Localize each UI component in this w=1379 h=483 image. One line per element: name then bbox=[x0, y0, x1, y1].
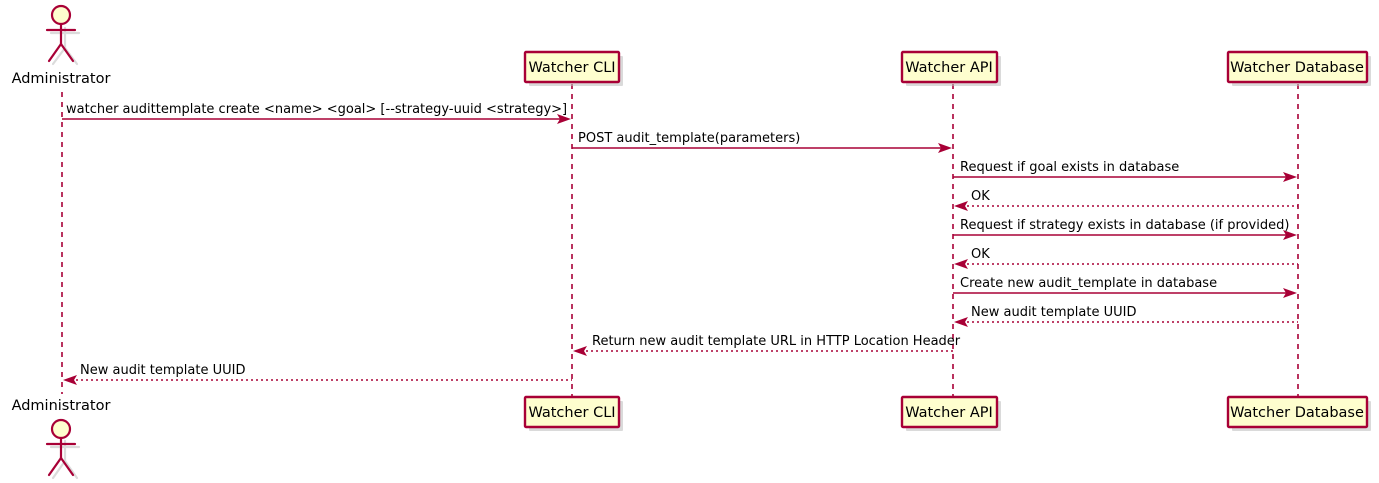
participant-label-watcher-api-bottom: Watcher API bbox=[905, 405, 993, 421]
participant-label-watcher-cli-top: Watcher CLI bbox=[528, 60, 615, 76]
message-5[interactable]: Request if strategy exists in database (… bbox=[953, 218, 1297, 240]
actor-administrator-bottom[interactable]: Administrator bbox=[12, 398, 111, 480]
actor-body-icon bbox=[45, 22, 77, 63]
actor-label-administrator-bottom: Administrator bbox=[12, 398, 111, 414]
message-label: New audit template UUID bbox=[80, 363, 245, 378]
message-1[interactable]: watcher audittemplate create <name> <goa… bbox=[62, 102, 571, 124]
participant-box-watcher-cli-top[interactable]: Watcher CLI bbox=[523, 50, 623, 86]
participant-box-watcher-api-bottom[interactable]: Watcher API bbox=[900, 395, 1001, 431]
actor-body-icon bbox=[45, 436, 77, 477]
arrowhead-left bbox=[63, 375, 77, 385]
message-10[interactable]: New audit template UUID bbox=[63, 363, 572, 385]
participant-label-watcher-db-top: Watcher Database bbox=[1230, 60, 1364, 76]
message-label: Return new audit template URL in HTTP Lo… bbox=[592, 334, 961, 349]
arrowhead-left bbox=[954, 317, 968, 327]
message-label: OK bbox=[971, 189, 990, 204]
participant-box-watcher-api-top[interactable]: Watcher API bbox=[900, 50, 1001, 86]
message-2[interactable]: POST audit_template(parameters) bbox=[572, 131, 952, 153]
lifelines bbox=[61, 84, 1299, 396]
actor-head-icon bbox=[50, 418, 72, 440]
message-label: Request if strategy exists in database (… bbox=[960, 218, 1289, 233]
participant-label-watcher-api-top: Watcher API bbox=[905, 60, 993, 76]
message-label: Request if goal exists in database bbox=[960, 160, 1179, 175]
message-3[interactable]: Request if goal exists in database bbox=[953, 160, 1297, 182]
participant-label-watcher-db-bottom: Watcher Database bbox=[1230, 405, 1364, 421]
arrowhead-left bbox=[954, 201, 968, 211]
arrowhead-right bbox=[1283, 172, 1297, 182]
arrowhead-right bbox=[938, 143, 952, 153]
message-8[interactable]: New audit template UUID bbox=[954, 305, 1298, 327]
arrowhead-right bbox=[557, 114, 571, 124]
message-9[interactable]: Return new audit template URL in HTTP Lo… bbox=[573, 334, 961, 356]
actor-head-icon bbox=[50, 4, 72, 26]
box-rect bbox=[523, 395, 621, 429]
actor-label-administrator-top: Administrator bbox=[12, 71, 111, 87]
message-6[interactable]: OK bbox=[954, 247, 1298, 269]
actor-shadow bbox=[49, 439, 81, 480]
message-label: OK bbox=[971, 247, 990, 262]
actor-shadow bbox=[49, 26, 81, 66]
box-rect bbox=[900, 50, 999, 84]
participant-box-watcher-db-top[interactable]: Watcher Database bbox=[1226, 50, 1371, 86]
arrowhead-left bbox=[954, 259, 968, 269]
arrowhead-right bbox=[1283, 288, 1297, 298]
message-label: Create new audit_template in database bbox=[960, 276, 1217, 291]
message-label: New audit template UUID bbox=[971, 305, 1136, 320]
participant-label-watcher-cli-bottom: Watcher CLI bbox=[528, 405, 615, 421]
message-label: POST audit_template(parameters) bbox=[578, 131, 800, 146]
message-4[interactable]: OK bbox=[954, 189, 1298, 211]
participant-box-watcher-cli-bottom[interactable]: Watcher CLI bbox=[523, 395, 623, 431]
arrowhead-right bbox=[1283, 230, 1297, 240]
actor-administrator-top[interactable]: Administrator bbox=[12, 4, 111, 87]
box-rect bbox=[900, 395, 999, 429]
message-label: watcher audittemplate create <name> <goa… bbox=[66, 102, 567, 117]
arrowhead-left bbox=[573, 346, 587, 356]
box-rect bbox=[1226, 395, 1369, 429]
participant-box-watcher-db-bottom[interactable]: Watcher Database bbox=[1226, 395, 1371, 431]
message-7[interactable]: Create new audit_template in database bbox=[953, 276, 1297, 298]
box-rect bbox=[1226, 50, 1369, 84]
box-rect bbox=[523, 50, 621, 84]
